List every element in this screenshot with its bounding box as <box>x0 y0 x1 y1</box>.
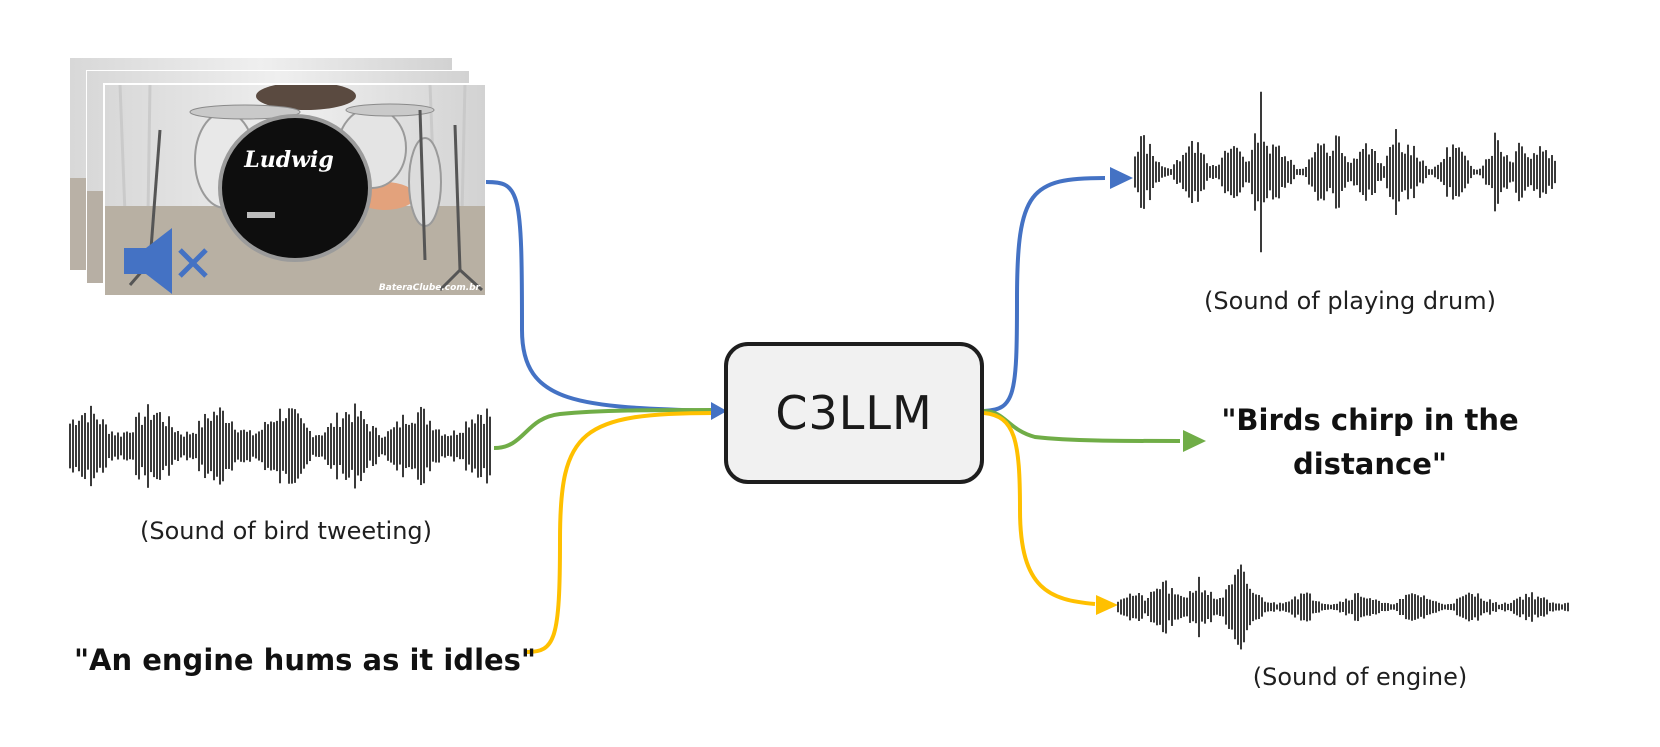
engine-output-arrowhead <box>1096 595 1118 615</box>
model-to-drum-connector <box>983 176 1106 413</box>
engine-text-input: "An engine hums as it idles" <box>73 643 537 677</box>
bird-tweeting-caption: (Sound of bird tweeting) <box>140 517 432 545</box>
c3llm-model-box: C3LLM <box>724 342 984 484</box>
model-to-engine-connector <box>983 411 1096 606</box>
engine-sound-caption: (Sound of engine) <box>1252 663 1468 691</box>
muted-speaker-icon <box>124 228 208 294</box>
model-input-arrowhead <box>711 402 727 420</box>
playing-drum-waveform <box>1134 91 1556 253</box>
audio-to-model-connector <box>493 408 716 450</box>
arrowheads <box>711 167 1206 615</box>
video-frame-front: Ludwig BateraClube.com.br <box>104 84 486 296</box>
text-output-arrowhead <box>1183 430 1206 452</box>
drum-output-arrowhead <box>1110 167 1133 189</box>
connectors <box>485 176 1181 654</box>
birds-chirp-text-output: "Birds chirp in the distance" <box>1221 403 1519 481</box>
bird-tweeting-waveform <box>69 403 491 489</box>
drum-brand-text: Ludwig <box>243 147 334 173</box>
engine-waveform <box>1117 564 1569 650</box>
model-name: C3LLM <box>775 386 933 440</box>
video-to-model-connector <box>485 180 716 413</box>
video-watermark: BateraClube.com.br <box>379 283 481 293</box>
video-frame-stack: Ludwig BateraClube.com.br <box>69 57 487 297</box>
text-to-model-connector <box>526 411 716 654</box>
playing-drum-caption: (Sound of playing drum) <box>1204 287 1496 315</box>
